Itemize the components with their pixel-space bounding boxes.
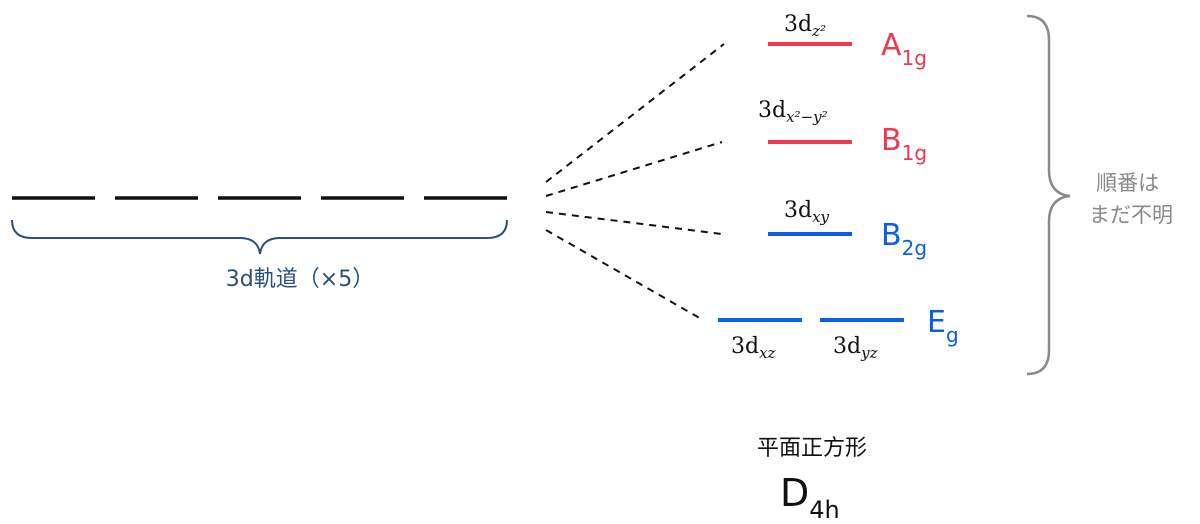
order-note: 順番は まだ不明 (1089, 171, 1173, 227)
degenerate-brace (11, 219, 508, 255)
orbital-label: 3dxy (784, 198, 830, 226)
geometry-label: 平面正方形 (757, 436, 867, 461)
correlation-line-b2g (545, 211, 723, 235)
correlation-lines (545, 43, 725, 321)
symmetry-label: A1g (881, 28, 927, 70)
level-eg: 3dxz 3dyz Eg (718, 305, 959, 362)
orbital-label-xz: 3dxz (731, 334, 776, 362)
point-group-label: D4h (780, 471, 840, 524)
level-a1g: 3dz² A1g (768, 12, 927, 70)
orbital-label: 3dz² (784, 12, 826, 40)
symmetry-label: B1g (881, 123, 927, 165)
correlation-line-a1g (545, 43, 725, 183)
orbital-label-yz: 3dyz (833, 334, 878, 362)
correlation-line-eg (545, 229, 704, 321)
level-b2g: 3dxy B2g (768, 198, 927, 260)
order-brace (1026, 14, 1071, 376)
orbital-label: 3dx²−y² (758, 98, 828, 126)
symmetry-label: B2g (881, 218, 927, 260)
correlation-line-b1g (545, 141, 723, 197)
symmetry-label: Eg (927, 305, 959, 347)
order-note-line-2: まだ不明 (1089, 203, 1173, 227)
degenerate-label: 3d軌道（×5） (226, 267, 374, 292)
order-note-line-1: 順番は (1096, 171, 1159, 195)
level-b1g: 3dx²−y² B1g (758, 98, 927, 165)
